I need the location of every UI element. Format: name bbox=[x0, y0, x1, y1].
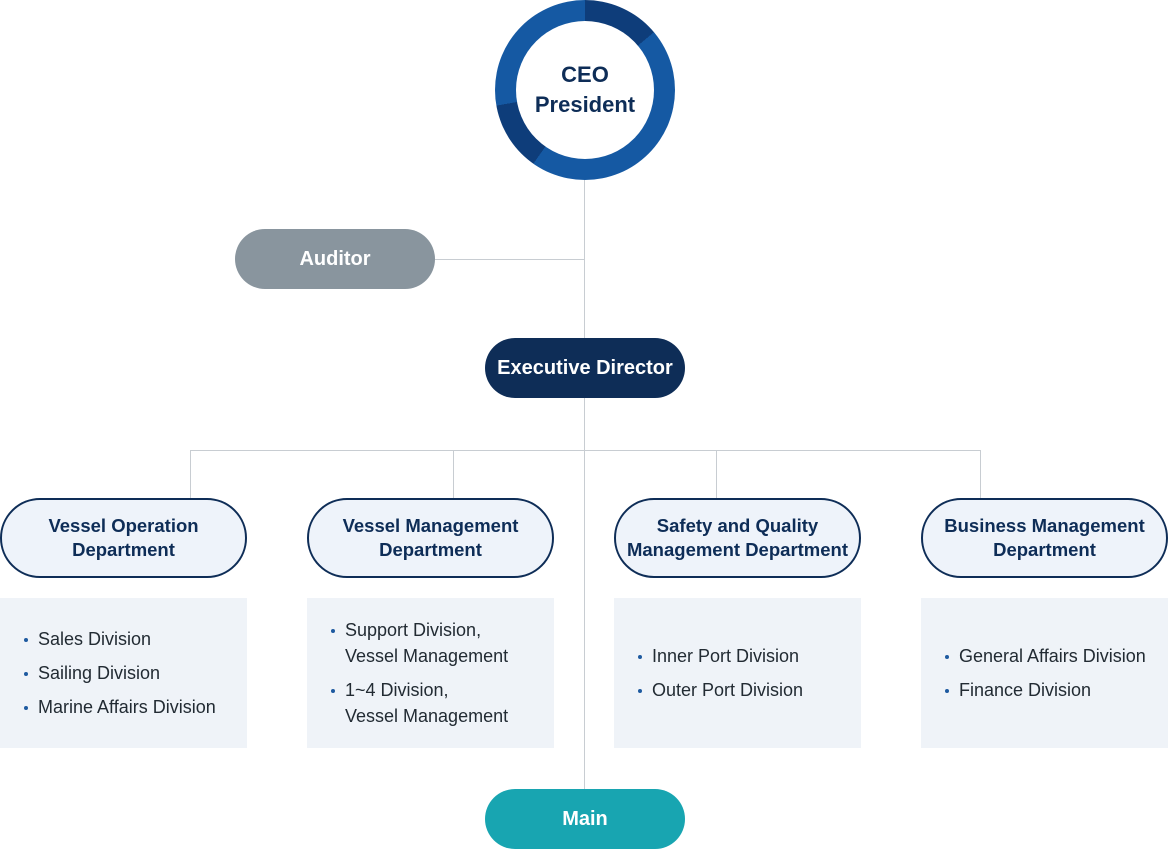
ceo-title: CEO bbox=[561, 62, 609, 87]
dept-name-line1: Vessel Operation bbox=[48, 515, 199, 536]
division-item: Finance Division bbox=[945, 677, 1168, 703]
executive-director-node: Executive Director bbox=[485, 338, 685, 398]
connector-departments-horizontal bbox=[190, 450, 981, 451]
dept-name-line2: Department bbox=[72, 539, 175, 560]
division-line: Vessel Management bbox=[345, 646, 509, 666]
division-item: Marine Affairs Division bbox=[24, 694, 247, 720]
auditor-label: Auditor bbox=[299, 247, 371, 270]
division-item: Sales Division bbox=[24, 626, 247, 652]
divisions-vessel-operation: Sales Division Sailing Division Marine A… bbox=[0, 598, 247, 748]
division-item: Sailing Division bbox=[24, 660, 247, 686]
ceo-label: CEO President bbox=[516, 21, 654, 159]
dept-business-management: Business Management Department bbox=[921, 498, 1168, 578]
main-node: Main bbox=[485, 789, 685, 849]
dept-name-line2: Management Department bbox=[626, 539, 848, 560]
dept-name-line2: Department bbox=[993, 539, 1096, 560]
division-item: Inner Port Division bbox=[638, 643, 861, 669]
division-line: Outer Port Division bbox=[652, 680, 804, 700]
connector-dept-1 bbox=[190, 450, 191, 499]
division-line: Sailing Division bbox=[38, 663, 161, 683]
dept-vessel-management: Vessel Management Department bbox=[307, 498, 554, 578]
division-line: Marine Affairs Division bbox=[38, 697, 216, 717]
auditor-node: Auditor bbox=[235, 229, 435, 289]
division-item: General Affairs Division bbox=[945, 643, 1168, 669]
connector-dept-4 bbox=[980, 450, 981, 499]
division-line: 1~4 Division, bbox=[345, 680, 449, 700]
connector-dept-2 bbox=[453, 450, 454, 499]
divisions-business-management: General Affairs Division Finance Divisio… bbox=[921, 598, 1168, 748]
dept-name-line1: Vessel Management bbox=[342, 515, 519, 536]
dept-vessel-operation: Vessel Operation Department bbox=[0, 498, 247, 578]
executive-director-label: Executive Director bbox=[497, 356, 673, 379]
division-line: Sales Division bbox=[38, 629, 152, 649]
dept-name-line2: Department bbox=[379, 539, 482, 560]
divisions-vessel-management: Support Division, Vessel Management 1~4 … bbox=[307, 598, 554, 748]
main-label: Main bbox=[562, 807, 608, 830]
ceo-node: CEO President bbox=[495, 0, 675, 180]
division-line: Vessel Management bbox=[345, 706, 509, 726]
division-item: 1~4 Division, Vessel Management bbox=[331, 677, 554, 729]
division-item: Outer Port Division bbox=[638, 677, 861, 703]
division-line: Finance Division bbox=[959, 680, 1092, 700]
division-line: General Affairs Division bbox=[959, 646, 1146, 666]
division-item: Support Division, Vessel Management bbox=[331, 617, 554, 669]
dept-name-line1: Business Management bbox=[944, 515, 1145, 536]
dept-safety-quality: Safety and Quality Management Department bbox=[614, 498, 861, 578]
dept-name-line1: Safety and Quality bbox=[656, 515, 819, 536]
division-line: Support Division, bbox=[345, 620, 482, 640]
connector-dept-3 bbox=[716, 450, 717, 499]
connector-auditor bbox=[435, 259, 585, 260]
connector-ceo-to-main bbox=[584, 178, 585, 790]
divisions-safety-quality: Inner Port Division Outer Port Division bbox=[614, 598, 861, 748]
president-title: President bbox=[534, 92, 636, 117]
division-line: Inner Port Division bbox=[652, 646, 800, 666]
